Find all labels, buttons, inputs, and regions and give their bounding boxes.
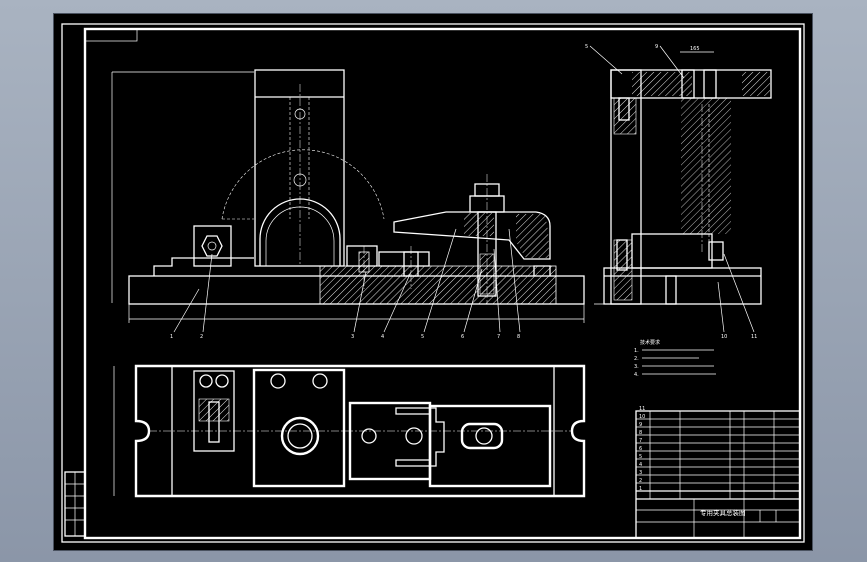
balloon-2: 2 bbox=[200, 334, 203, 340]
drawing-number-box bbox=[84, 28, 138, 42]
inner-frame bbox=[83, 27, 802, 540]
title-block-row-number: 1 bbox=[639, 486, 642, 492]
balloon-side-10: 10 bbox=[721, 334, 727, 340]
balloon-4: 4 bbox=[381, 334, 384, 340]
balloon-6: 6 bbox=[461, 334, 464, 340]
balloon-7: 7 bbox=[497, 334, 500, 340]
balloon-5: 5 bbox=[421, 334, 424, 340]
balloon-1: 1 bbox=[170, 334, 173, 340]
drawing-sheet: 1 2 3 4 5 6 7 8 165 5 9 10 11 bbox=[53, 13, 813, 551]
side-view bbox=[589, 45, 772, 333]
title-block-row-number: 9 bbox=[639, 422, 642, 428]
revision-block bbox=[64, 471, 86, 537]
title-block-row-number: 6 bbox=[639, 446, 642, 452]
title-block-row-number: 3 bbox=[639, 470, 642, 476]
title-block-row-number: 4 bbox=[639, 462, 642, 468]
title-block: 专用夹具总装图 1 2 3 4 5 6 7 8 9 10 11 bbox=[635, 406, 801, 539]
note-2: 2. bbox=[634, 356, 639, 362]
notes-title: 技术要求 bbox=[640, 339, 660, 346]
note-4: 4. bbox=[634, 372, 639, 378]
technical-notes: 技术要求 1. 2. 3. 4. bbox=[634, 339, 716, 378]
outer-frame bbox=[61, 23, 805, 543]
balloon-8: 8 bbox=[517, 334, 520, 340]
title-block-row-number: 10 bbox=[639, 414, 645, 420]
note-3: 3. bbox=[634, 364, 639, 370]
title-block-row-number: 7 bbox=[639, 438, 642, 444]
title-text: 专用夹具总装图 bbox=[700, 508, 746, 517]
dimension-165: 165 bbox=[690, 46, 700, 52]
balloon-side-5: 5 bbox=[585, 44, 588, 50]
balloon-side-11: 11 bbox=[751, 334, 757, 340]
cad-drawing: 1 2 3 4 5 6 7 8 165 5 9 10 11 bbox=[61, 23, 805, 543]
plan-view bbox=[113, 364, 586, 498]
title-block-row-number: 5 bbox=[639, 454, 642, 460]
front-view bbox=[111, 69, 585, 333]
note-1: 1. bbox=[634, 348, 639, 354]
title-block-row-number: 8 bbox=[639, 430, 642, 436]
balloon-side-9: 9 bbox=[655, 44, 658, 50]
title-block-row-number: 2 bbox=[639, 478, 642, 484]
title-block-rows: 1 2 3 4 5 6 7 8 9 10 11 bbox=[639, 406, 645, 492]
balloon-3: 3 bbox=[351, 334, 354, 340]
title-block-row-number: 11 bbox=[639, 406, 645, 412]
